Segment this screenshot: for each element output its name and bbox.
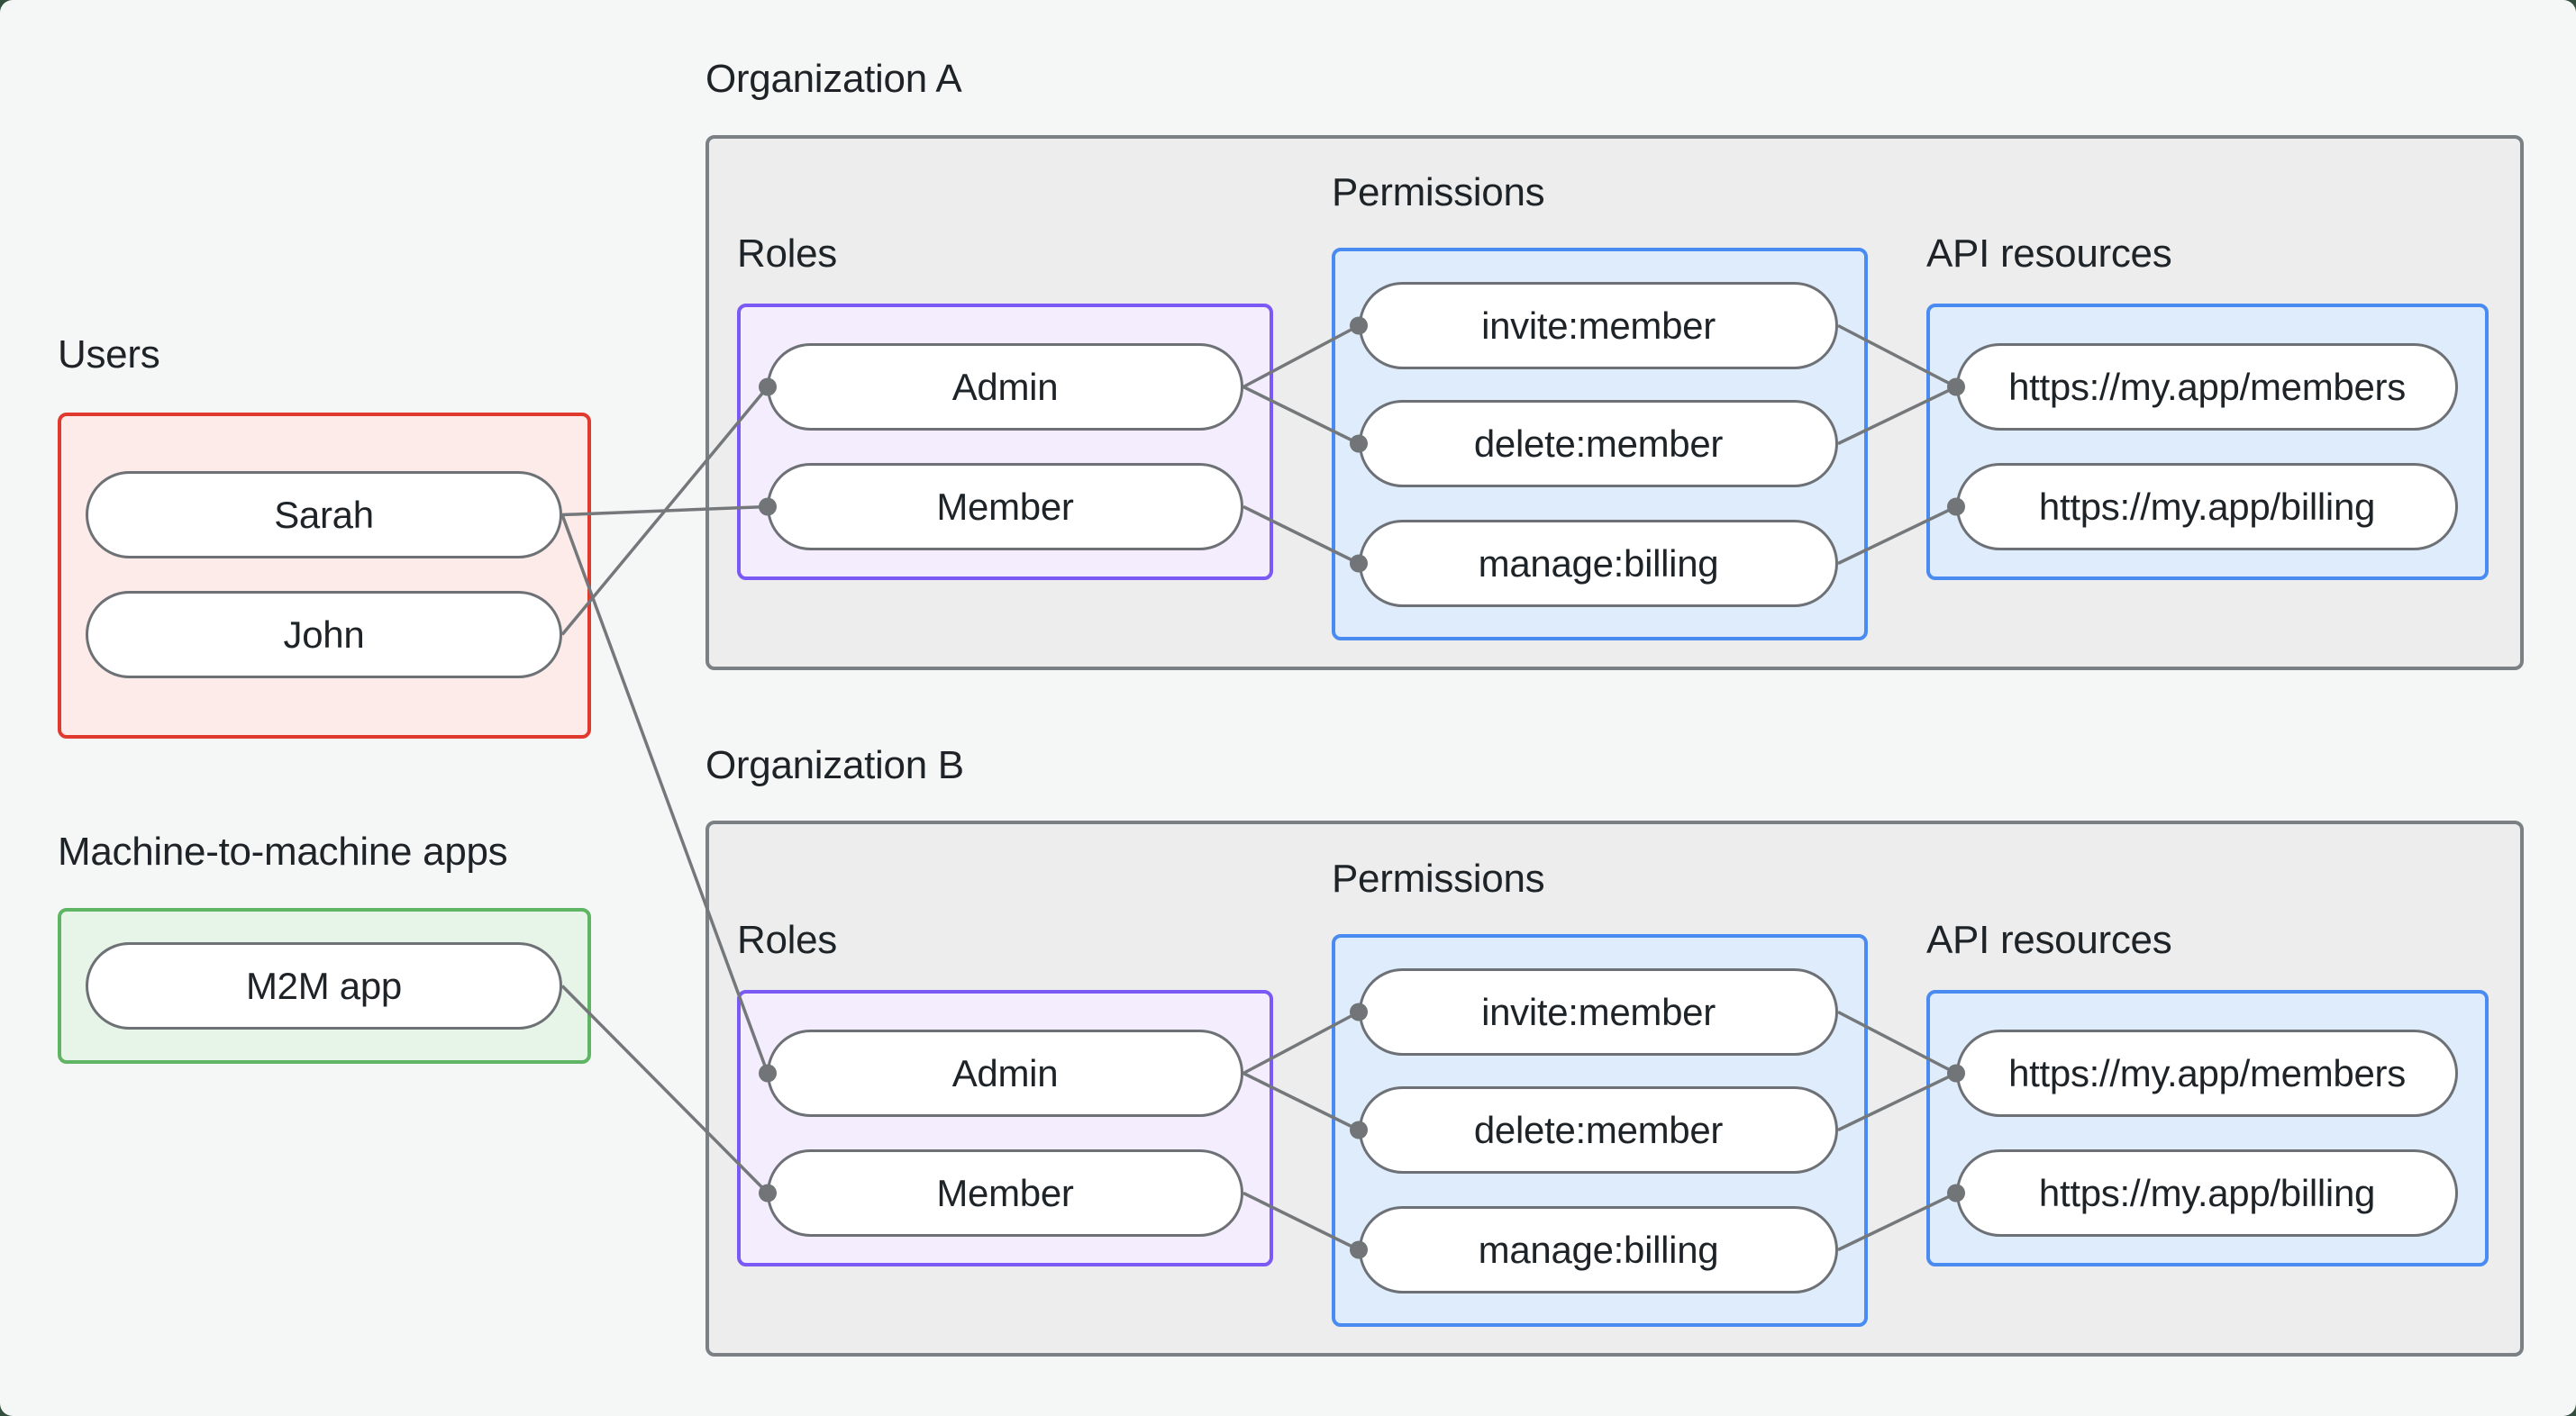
org-a-permission-invite-member: invite:member — [1359, 282, 1838, 369]
org-a-roles-label: Roles — [737, 231, 837, 276]
users-group-box — [58, 413, 591, 739]
org-a-role-member: Member — [767, 463, 1243, 550]
organization-a-title: Organization A — [705, 57, 962, 101]
org-a-permission-delete-member: delete:member — [1359, 400, 1838, 487]
user-node-john: John — [86, 591, 562, 678]
users-label: Users — [58, 332, 160, 377]
user-node-sarah: Sarah — [86, 471, 562, 558]
org-b-permission-manage-billing: manage:billing — [1359, 1206, 1838, 1293]
org-b-role-member: Member — [767, 1149, 1243, 1237]
org-b-roles-label: Roles — [737, 918, 837, 962]
org-b-api-resources-label: API resources — [1926, 918, 2172, 962]
org-a-permissions-label: Permissions — [1332, 170, 1545, 214]
org-a-api-resources-label: API resources — [1926, 231, 2172, 276]
org-a-role-admin: Admin — [767, 343, 1243, 431]
org-a-api-members-resource: https://my.app/members — [1956, 343, 2458, 431]
org-b-api-billing-resource: https://my.app/billing — [1956, 1149, 2458, 1237]
org-a-permission-manage-billing: manage:billing — [1359, 520, 1838, 607]
org-b-permission-invite-member: invite:member — [1359, 968, 1838, 1056]
org-b-permissions-label: Permissions — [1332, 857, 1545, 901]
org-b-role-admin: Admin — [767, 1030, 1243, 1117]
organization-b-title: Organization B — [705, 743, 964, 787]
m2m-app-node: M2M app — [86, 942, 562, 1030]
org-a-api-billing-resource: https://my.app/billing — [1956, 463, 2458, 550]
m2m-apps-label: Machine-to-machine apps — [58, 830, 508, 874]
org-b-api-members-resource: https://my.app/members — [1956, 1030, 2458, 1117]
org-b-permission-delete-member: delete:member — [1359, 1086, 1838, 1174]
